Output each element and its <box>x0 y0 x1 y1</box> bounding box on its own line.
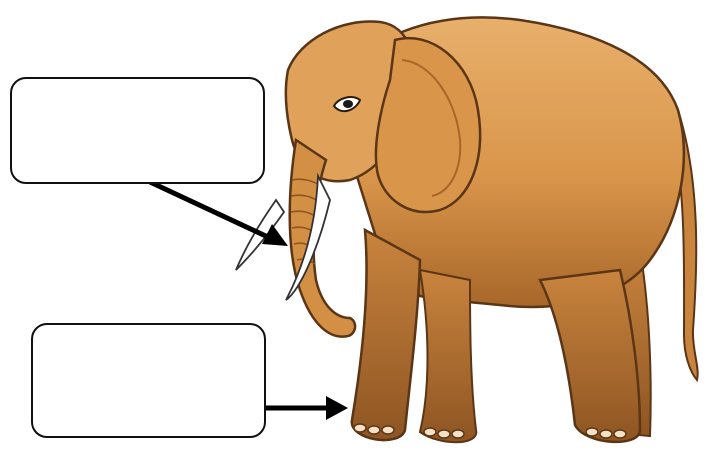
tusk-right <box>285 172 331 301</box>
toenail <box>599 429 613 439</box>
toenail <box>367 425 381 435</box>
back-leg-near <box>538 268 642 444</box>
trunk-label-box[interactable] <box>10 77 265 184</box>
toenail <box>437 429 451 439</box>
toenail <box>451 429 465 439</box>
toenail <box>423 427 437 437</box>
front-leg-near <box>350 227 422 442</box>
foot-label-box[interactable] <box>31 323 266 438</box>
ear <box>374 36 482 214</box>
toenail <box>585 427 599 437</box>
toenail <box>381 425 395 435</box>
arrow-to-foot <box>266 396 348 420</box>
tail <box>670 106 699 383</box>
front-leg-far <box>418 268 478 444</box>
toenail <box>353 423 367 433</box>
toenail <box>613 429 627 439</box>
arrow-to-trunk <box>148 179 288 246</box>
